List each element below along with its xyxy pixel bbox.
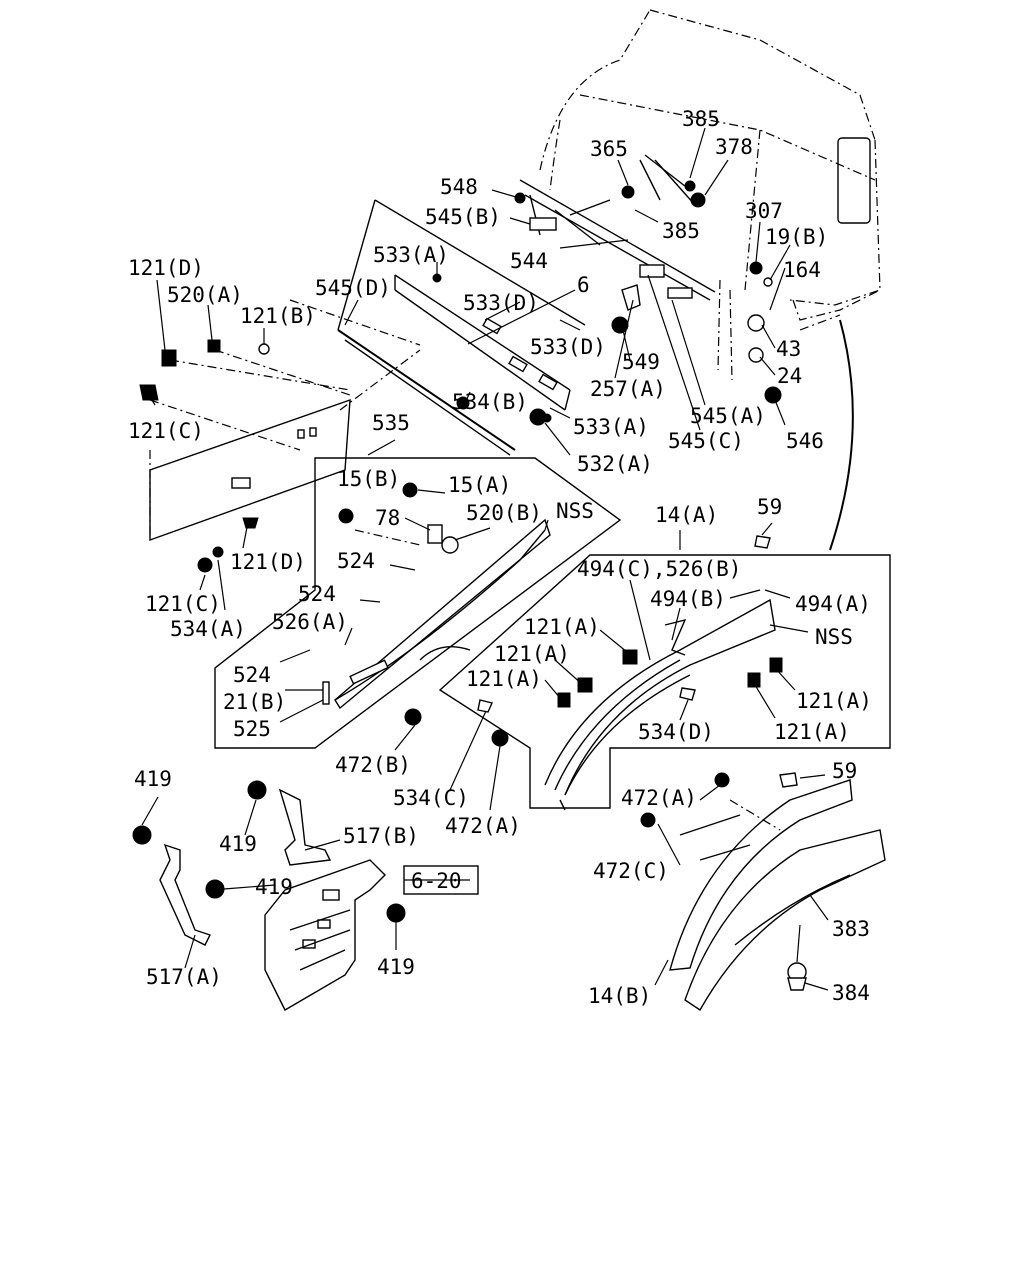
part-label[interactable]: 385 [662, 219, 700, 243]
part-label[interactable]: 121(C) [145, 592, 221, 616]
group-box-535 [214, 457, 622, 749]
part-label[interactable]: 472(A) [621, 786, 697, 810]
part-label[interactable]: 121(A) [494, 642, 570, 666]
part-label[interactable]: 545(A) [690, 404, 766, 428]
part-label[interactable]: 517(A) [146, 965, 222, 989]
part-label[interactable]: 78 [375, 506, 400, 530]
part-label[interactable]: 59 [757, 495, 782, 519]
part-label[interactable]: 549 [622, 350, 660, 374]
group-box-14a [438, 535, 891, 811]
part-label[interactable]: 14(A) [655, 503, 718, 527]
front-panel-assembly [519, 154, 716, 311]
part-label[interactable]: 546 [786, 429, 824, 453]
part-label[interactable]: 6 [577, 273, 590, 297]
reference-box-6-20[interactable]: 6-20 [403, 865, 479, 895]
part-label[interactable]: 534(A) [170, 617, 246, 641]
part-label[interactable]: 520(A) [167, 283, 243, 307]
part-label[interactable]: 378 [715, 135, 753, 159]
part-label[interactable]: 24 [777, 364, 802, 388]
part-label[interactable]: 384 [832, 981, 870, 1005]
cab-outline [539, 9, 881, 381]
part-label[interactable]: 19(B) [765, 225, 828, 249]
part-label[interactable]: 533(A) [573, 415, 649, 439]
part-label[interactable]: 533(D) [463, 291, 539, 315]
part-label[interactable]: 535 [372, 411, 410, 435]
part-label[interactable]: 121(A) [524, 615, 600, 639]
part-label[interactable]: 121(B) [240, 304, 316, 328]
part-label[interactable]: 524 [298, 582, 336, 606]
part-label[interactable]: 121(A) [796, 689, 872, 713]
part-label[interactable]: 534(D) [638, 720, 714, 744]
part-label[interactable]: 14(B) [588, 984, 651, 1008]
part-label[interactable]: 544 [510, 249, 548, 273]
part-label[interactable]: 545(C) [668, 429, 744, 453]
part-label[interactable]: 307 [745, 199, 783, 223]
part-label[interactable]: 525 [233, 717, 271, 741]
part-label[interactable]: 472(C) [593, 859, 669, 883]
part-label[interactable]: 383 [832, 917, 870, 941]
part-label[interactable]: 545(B) [425, 205, 501, 229]
left-side-panel [139, 339, 351, 573]
part-label[interactable]: 419 [255, 875, 293, 899]
part-label[interactable]: 548 [440, 175, 478, 199]
part-label[interactable]: 15(A) [448, 473, 511, 497]
upper-fasteners [432, 180, 782, 426]
part-label[interactable]: 517(B) [343, 824, 419, 848]
part-label[interactable]: 494(B) [650, 587, 726, 611]
part-label[interactable]: NSS [556, 499, 594, 523]
part-label[interactable]: 15(B) [337, 467, 400, 491]
part-label[interactable]: 524 [337, 549, 375, 573]
part-label[interactable]: 520(B) [466, 501, 542, 525]
connector-arc [829, 319, 854, 551]
part-label[interactable]: 43 [776, 337, 801, 361]
part-label[interactable]: 534(C) [393, 786, 469, 810]
leader-lines [141, 127, 829, 991]
part-label[interactable]: 21(B) [223, 690, 286, 714]
part-label[interactable]: 121(C) [128, 419, 204, 443]
windshield-trim-group [289, 199, 586, 456]
part-label[interactable]: 472(B) [335, 753, 411, 777]
part-label[interactable]: 121(A) [774, 720, 850, 744]
rear-fender-assembly [640, 772, 886, 1012]
part-label[interactable]: 365 [590, 137, 628, 161]
part-label[interactable]: 532(A) [577, 452, 653, 476]
part-label[interactable]: 121(A) [466, 667, 542, 691]
part-label[interactable]: NSS [815, 625, 853, 649]
part-label[interactable]: 59 [832, 759, 857, 783]
part-labels: 385 378 365 548 385 545(B) 307 19(B) 533… [128, 107, 872, 1008]
part-label[interactable]: 419 [219, 832, 257, 856]
part-label[interactable]: 494(C),526(B) [577, 557, 741, 581]
part-label[interactable]: 534(B) [452, 390, 528, 414]
part-label[interactable]: 545(D) [315, 276, 391, 300]
part-label[interactable]: 257(A) [590, 377, 666, 401]
part-label[interactable]: 121(D) [230, 550, 306, 574]
part-label[interactable]: 494(A) [795, 592, 871, 616]
reference-label[interactable]: 6-20 [411, 869, 462, 893]
part-label[interactable]: 533(D) [530, 335, 606, 359]
part-label[interactable]: 526(A) [272, 610, 348, 634]
part-label[interactable]: 533(A) [373, 243, 449, 267]
part-label[interactable]: 121(D) [128, 256, 204, 280]
part-label[interactable]: 524 [233, 663, 271, 687]
part-label[interactable]: 419 [377, 955, 415, 979]
part-label[interactable]: 385 [682, 107, 720, 131]
step-bracket-assembly [132, 780, 406, 1011]
part-label[interactable]: 164 [783, 258, 821, 282]
part-label[interactable]: 472(A) [445, 814, 521, 838]
part-label[interactable]: 419 [134, 767, 172, 791]
